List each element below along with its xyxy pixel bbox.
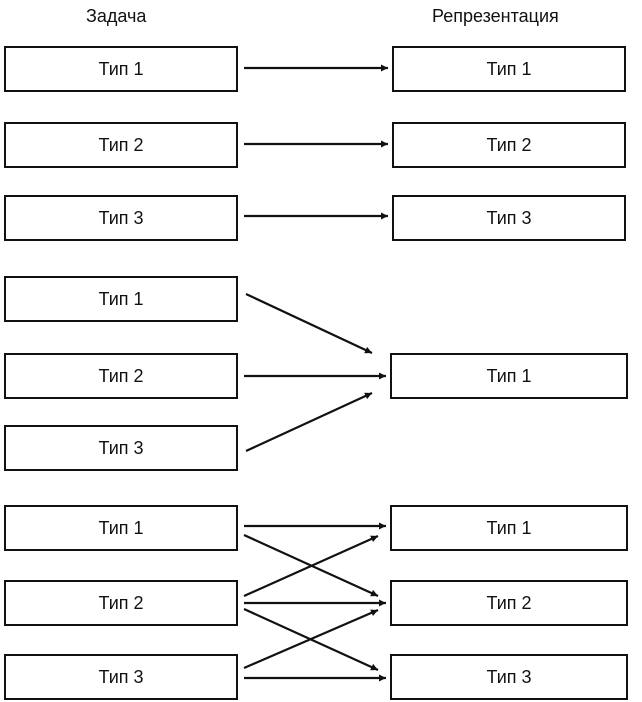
- representation-box: Тип 2: [392, 122, 626, 168]
- task-box-label: Тип 3: [98, 667, 144, 687]
- task-box: Тип 2: [4, 353, 238, 399]
- task-box: Тип 2: [4, 122, 238, 168]
- arrow: [243, 534, 379, 598]
- representation-box: Тип 2: [390, 580, 628, 626]
- task-box-label: Тип 2: [98, 593, 144, 613]
- representation-box: Тип 3: [392, 195, 626, 241]
- task-box: Тип 3: [4, 425, 238, 471]
- representation-box-label: Тип 3: [486, 208, 532, 228]
- task-box: Тип 2: [4, 580, 238, 626]
- representation-box: Тип 1: [390, 505, 628, 551]
- arrow: [245, 293, 373, 354]
- task-box: Тип 1: [4, 276, 238, 322]
- task-box: Тип 1: [4, 505, 238, 551]
- representation-box-label: Тип 1: [486, 366, 532, 386]
- task-box-label: Тип 1: [98, 289, 144, 309]
- task-box: Тип 3: [4, 654, 238, 700]
- arrow: [243, 533, 379, 598]
- arrow: [243, 607, 379, 672]
- representation-box: Тип 1: [392, 46, 626, 92]
- task-box-label: Тип 3: [98, 208, 144, 228]
- representation-box-label: Тип 2: [486, 593, 532, 613]
- task-box-label: Тип 3: [98, 438, 144, 458]
- arrow: [245, 392, 373, 452]
- representation-box-label: Тип 3: [486, 667, 532, 687]
- representation-box-label: Тип 1: [486, 59, 532, 79]
- representation-box: Тип 3: [390, 654, 628, 700]
- task-box-label: Тип 1: [98, 518, 144, 538]
- task-column-header: Задача: [86, 6, 147, 26]
- task-box: Тип 3: [4, 195, 238, 241]
- representation-box-label: Тип 1: [486, 518, 532, 538]
- task-box: Тип 1: [4, 46, 238, 92]
- representation-column-header: Репрезентация: [432, 6, 559, 26]
- task-box-label: Тип 2: [98, 366, 144, 386]
- task-box-label: Тип 2: [98, 135, 144, 155]
- representation-box-label: Тип 2: [486, 135, 532, 155]
- arrow: [243, 608, 379, 670]
- task-box-label: Тип 1: [98, 59, 144, 79]
- representation-box: Тип 1: [390, 353, 628, 399]
